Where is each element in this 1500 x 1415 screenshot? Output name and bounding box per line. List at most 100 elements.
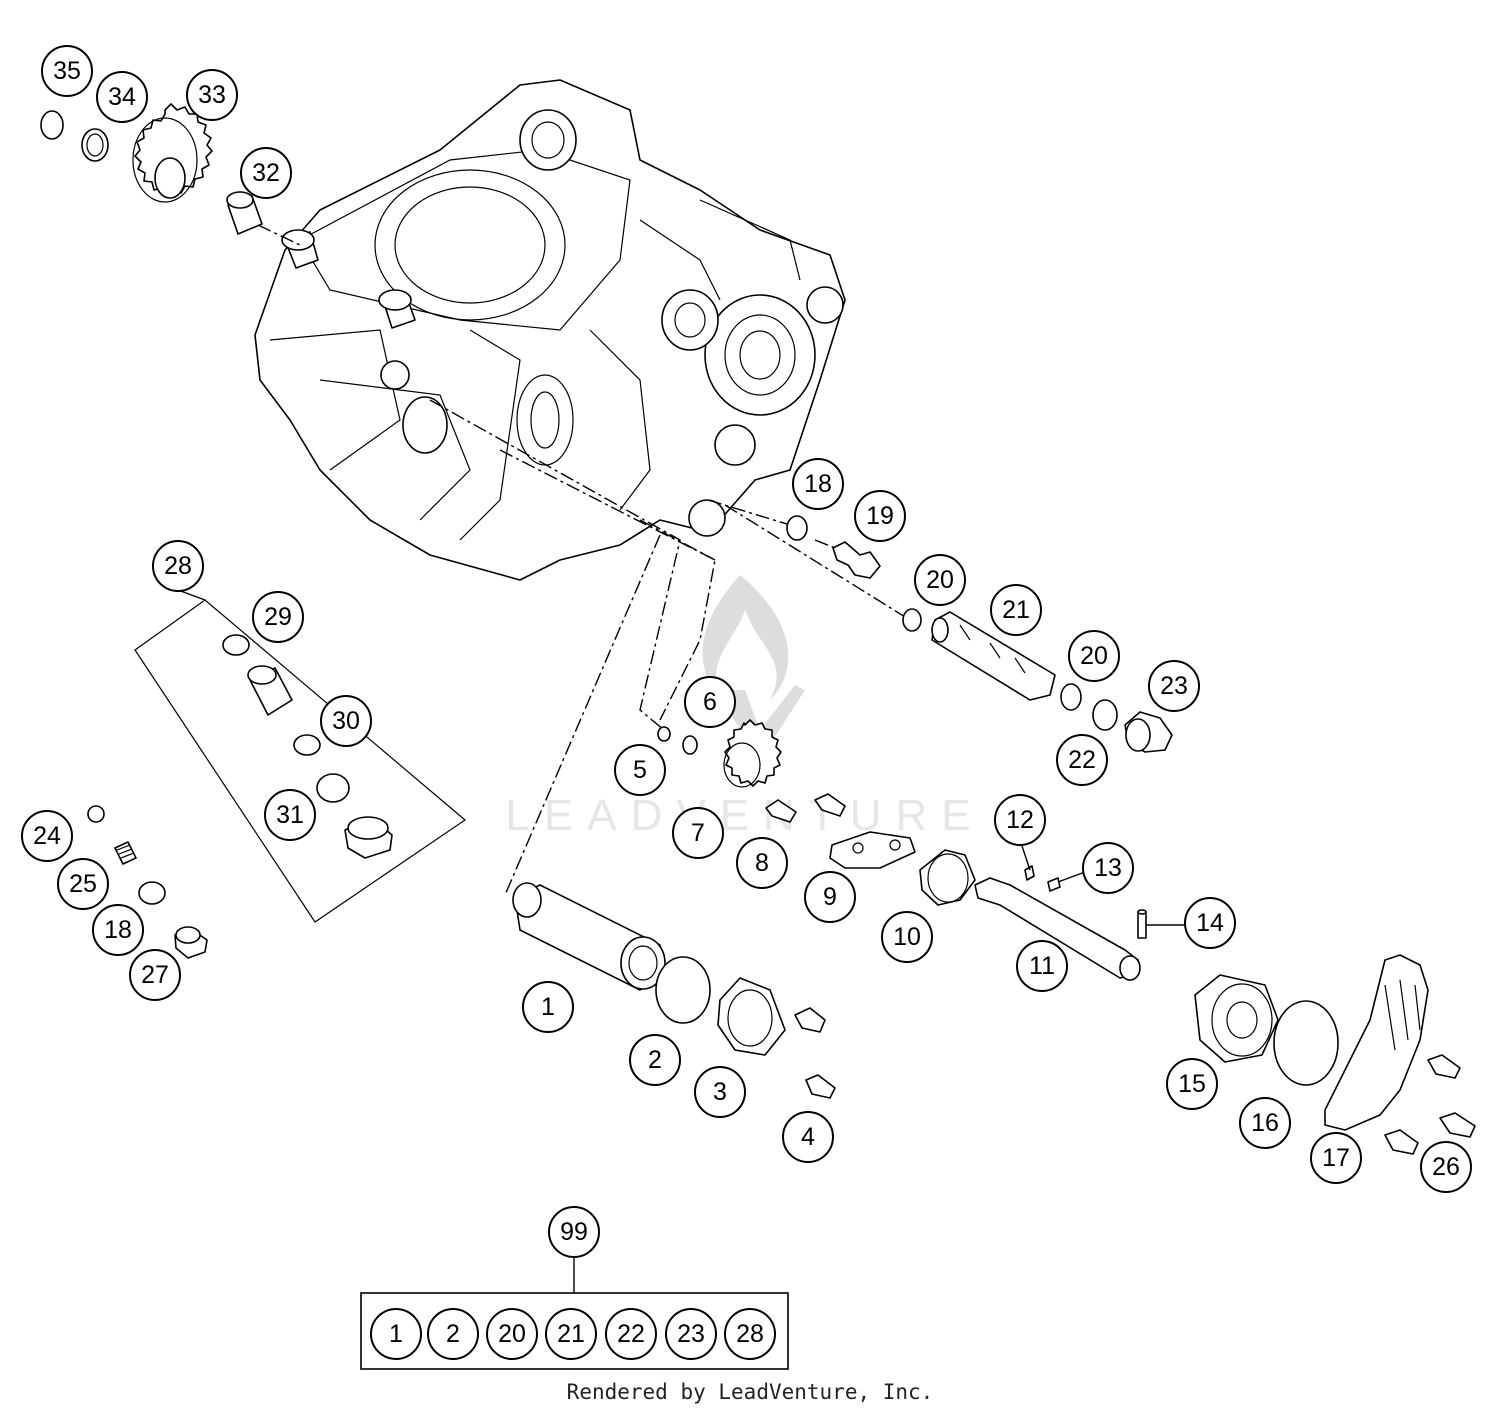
o-ring-20a <box>902 608 922 632</box>
callout-8[interactable]: 8 <box>736 837 788 889</box>
circlip-35 <box>40 110 64 140</box>
callout-12-label: 12 <box>1006 806 1034 834</box>
callout-10-label: 10 <box>893 923 921 951</box>
callout-35[interactable]: 35 <box>41 45 93 97</box>
cover-17 <box>1324 954 1429 1131</box>
kit-item-1[interactable]: 1 <box>370 1308 422 1360</box>
kit-item-23[interactable]: 23 <box>665 1308 717 1360</box>
callout-99[interactable]: 99 <box>548 1206 600 1258</box>
callout-13[interactable]: 13 <box>1082 842 1134 894</box>
callout-5-label: 5 <box>633 756 647 784</box>
kit-item-2-label: 2 <box>446 1320 460 1348</box>
kit-item-20[interactable]: 20 <box>486 1308 538 1360</box>
callout-17[interactable]: 17 <box>1310 1132 1362 1184</box>
callout-2[interactable]: 2 <box>629 1034 681 1086</box>
callout-20-top[interactable]: 20 <box>914 554 966 606</box>
callout-19-label: 19 <box>866 502 894 530</box>
callout-10[interactable]: 10 <box>881 911 933 963</box>
callout-28-label: 28 <box>164 552 192 580</box>
callout-9[interactable]: 9 <box>804 871 856 923</box>
assembly-lines <box>257 224 911 896</box>
callout-8-label: 8 <box>755 849 769 877</box>
watermark-text: LEADVENTURE <box>505 791 984 840</box>
callout-5[interactable]: 5 <box>614 744 666 796</box>
callout-16[interactable]: 16 <box>1239 1097 1291 1149</box>
callout-24[interactable]: 24 <box>21 810 73 862</box>
callout-11-label: 11 <box>1029 952 1055 980</box>
callout-4[interactable]: 4 <box>782 1111 834 1163</box>
callout-18-left[interactable]: 18 <box>92 904 144 956</box>
callout-15[interactable]: 15 <box>1166 1058 1218 1110</box>
kit-item-2[interactable]: 2 <box>427 1308 479 1360</box>
callout-14-label: 14 <box>1196 909 1224 937</box>
callout-24-label: 24 <box>33 822 61 850</box>
callout-6[interactable]: 6 <box>684 676 736 728</box>
screw-26b <box>1439 1112 1476 1138</box>
callout-18-top[interactable]: 18 <box>792 458 844 510</box>
callout-7-label: 7 <box>691 819 705 847</box>
screw-26c <box>1384 1129 1419 1155</box>
callout-35-label: 35 <box>53 57 81 85</box>
crankcase <box>254 79 846 581</box>
kit-item-28-label: 28 <box>736 1320 764 1348</box>
callout-21-label: 21 <box>1002 596 1030 624</box>
callout-12[interactable]: 12 <box>994 794 1046 846</box>
callout-18-top-label: 18 <box>804 470 832 498</box>
callout-15-label: 15 <box>1178 1070 1206 1098</box>
callout-22[interactable]: 22 <box>1056 734 1108 786</box>
callout-30-label: 30 <box>332 707 360 735</box>
callout-3[interactable]: 3 <box>694 1066 746 1118</box>
callout-25-label: 25 <box>69 870 97 898</box>
kit-item-23-label: 23 <box>677 1320 705 1348</box>
kit-item-21-label: 21 <box>557 1320 585 1348</box>
callout-29[interactable]: 29 <box>252 591 304 643</box>
callout-30[interactable]: 30 <box>320 695 372 747</box>
spring-25 <box>114 841 137 865</box>
callout-17-label: 17 <box>1322 1144 1350 1172</box>
callout-14[interactable]: 14 <box>1184 897 1236 949</box>
callout-34-label: 34 <box>108 83 136 111</box>
callout-11[interactable]: 11 <box>1016 940 1068 992</box>
gear-33 <box>134 103 213 195</box>
callout-1-label: 1 <box>541 993 555 1021</box>
callout-19[interactable]: 19 <box>854 490 906 542</box>
screw-plug-19 <box>832 541 881 579</box>
pin-13 <box>1047 877 1061 892</box>
screw-26a <box>1427 1054 1461 1079</box>
oil-filter-bypass-parts <box>786 515 1173 753</box>
callout-21[interactable]: 21 <box>990 584 1042 636</box>
callout-1[interactable]: 1 <box>522 981 574 1033</box>
kit-99-group: 99 1 2 20 21 22 23 28 <box>360 1206 789 1370</box>
ball-24 <box>87 805 105 823</box>
callout-27[interactable]: 27 <box>129 949 181 1001</box>
o-ring-31 <box>316 773 350 803</box>
callout-32[interactable]: 32 <box>240 147 292 199</box>
callout-23-label: 23 <box>1160 672 1188 700</box>
callout-34[interactable]: 34 <box>96 71 148 123</box>
callout-25[interactable]: 25 <box>57 858 109 910</box>
screw-8b <box>814 793 846 817</box>
callout-9-label: 9 <box>823 883 837 911</box>
callout-26-label: 26 <box>1432 1153 1460 1181</box>
callout-28[interactable]: 28 <box>152 540 204 592</box>
callout-26[interactable]: 26 <box>1420 1141 1472 1193</box>
callout-6-label: 6 <box>703 688 717 716</box>
callout-22-label: 22 <box>1068 746 1096 774</box>
callout-31[interactable]: 31 <box>264 789 316 841</box>
callout-18-left-label: 18 <box>104 916 132 944</box>
callout-4-label: 4 <box>801 1123 815 1151</box>
kit-item-21[interactable]: 21 <box>545 1308 597 1360</box>
kit-item-28[interactable]: 28 <box>724 1308 776 1360</box>
callout-7[interactable]: 7 <box>672 807 724 859</box>
callout-20-top-label: 20 <box>926 566 954 594</box>
callout-20-right[interactable]: 20 <box>1068 630 1120 682</box>
callout-23[interactable]: 23 <box>1148 660 1200 712</box>
washer-34 <box>81 128 109 162</box>
callout-33-label: 33 <box>198 81 226 109</box>
seal-ring-18b <box>138 881 166 905</box>
callout-33[interactable]: 33 <box>186 69 238 121</box>
kit-item-22[interactable]: 22 <box>605 1308 657 1360</box>
callout-13-label: 13 <box>1094 854 1122 882</box>
o-ring-2 <box>655 956 711 1024</box>
